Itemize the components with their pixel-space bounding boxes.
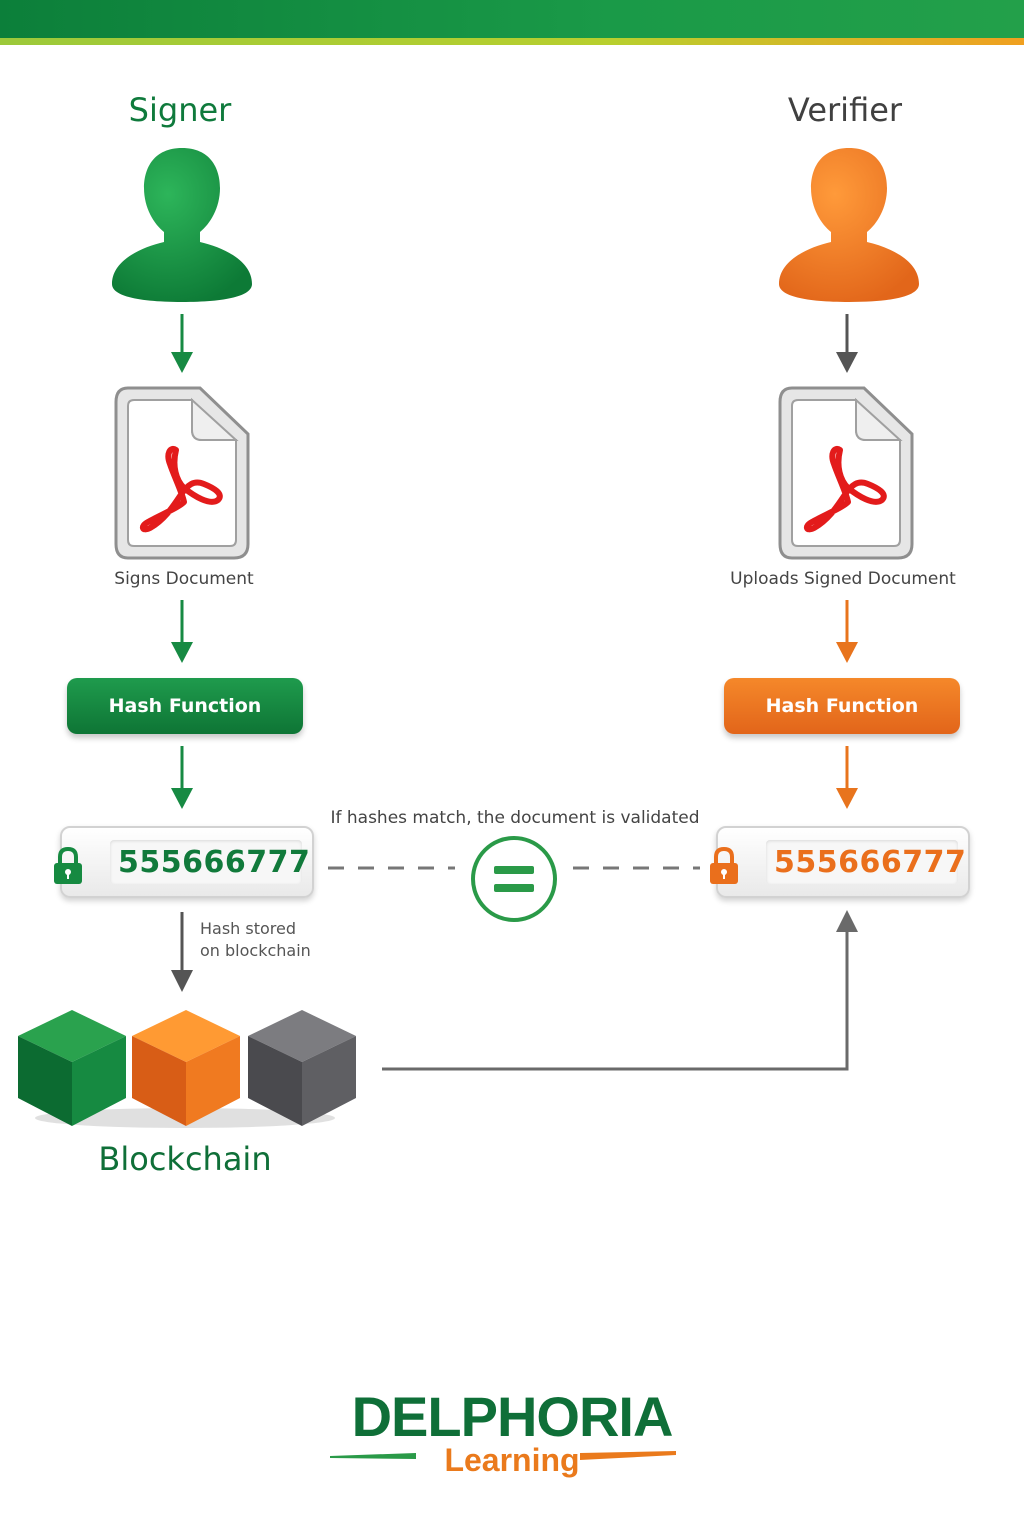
verifier-hash-box: 555666777 xyxy=(710,826,970,898)
arrow-down-icon xyxy=(836,600,858,809)
person-icon xyxy=(112,148,252,302)
verifier-title: Verifier xyxy=(787,91,903,129)
signer-hash-box: 555666777 xyxy=(54,826,314,898)
signer-hash-value: 555666777 xyxy=(110,840,310,884)
hash-stored-caption-line1: Hash stored xyxy=(200,919,297,938)
hash-stored-caption-line2: on blockchain xyxy=(200,941,311,960)
brand-logo-tagline: Learning xyxy=(444,1442,580,1478)
signer-hash-function-button[interactable]: Hash Function xyxy=(67,678,303,734)
lock-icon xyxy=(710,846,738,884)
verifier-step-caption: Uploads Signed Document xyxy=(730,569,956,589)
brand-logo-swooshes xyxy=(330,1451,676,1460)
arrow-down-icon xyxy=(836,314,858,373)
arrow-down-icon xyxy=(171,912,193,992)
lock-icon xyxy=(54,846,82,884)
header-bar xyxy=(0,0,1024,38)
header-accent-stripe xyxy=(0,38,1024,45)
equals-icon xyxy=(471,836,557,922)
blockchain-label: Blockchain xyxy=(98,1140,272,1178)
cube-icon xyxy=(248,1010,356,1126)
signer-title: Signer xyxy=(128,91,232,129)
signer-step-caption: Signs Document xyxy=(114,569,254,589)
cube-icon xyxy=(132,1010,240,1126)
blockchain-blocks xyxy=(18,1010,356,1128)
cube-icon xyxy=(18,1010,126,1126)
pdf-document-icon xyxy=(114,386,250,560)
brand-logo-name: DELPHORIA xyxy=(351,1385,674,1448)
verifier-hash-value: 555666777 xyxy=(766,840,966,884)
arrow-down-icon xyxy=(171,314,193,809)
person-icon xyxy=(779,148,919,302)
hash-stored-caption: Hash stored on blockchain xyxy=(200,918,340,962)
arrow-up-icon xyxy=(382,910,858,1071)
pdf-document-icon xyxy=(778,386,914,560)
comparison-caption: If hashes match, the document is validat… xyxy=(330,808,700,828)
verifier-hash-function-button[interactable]: Hash Function xyxy=(724,678,960,734)
